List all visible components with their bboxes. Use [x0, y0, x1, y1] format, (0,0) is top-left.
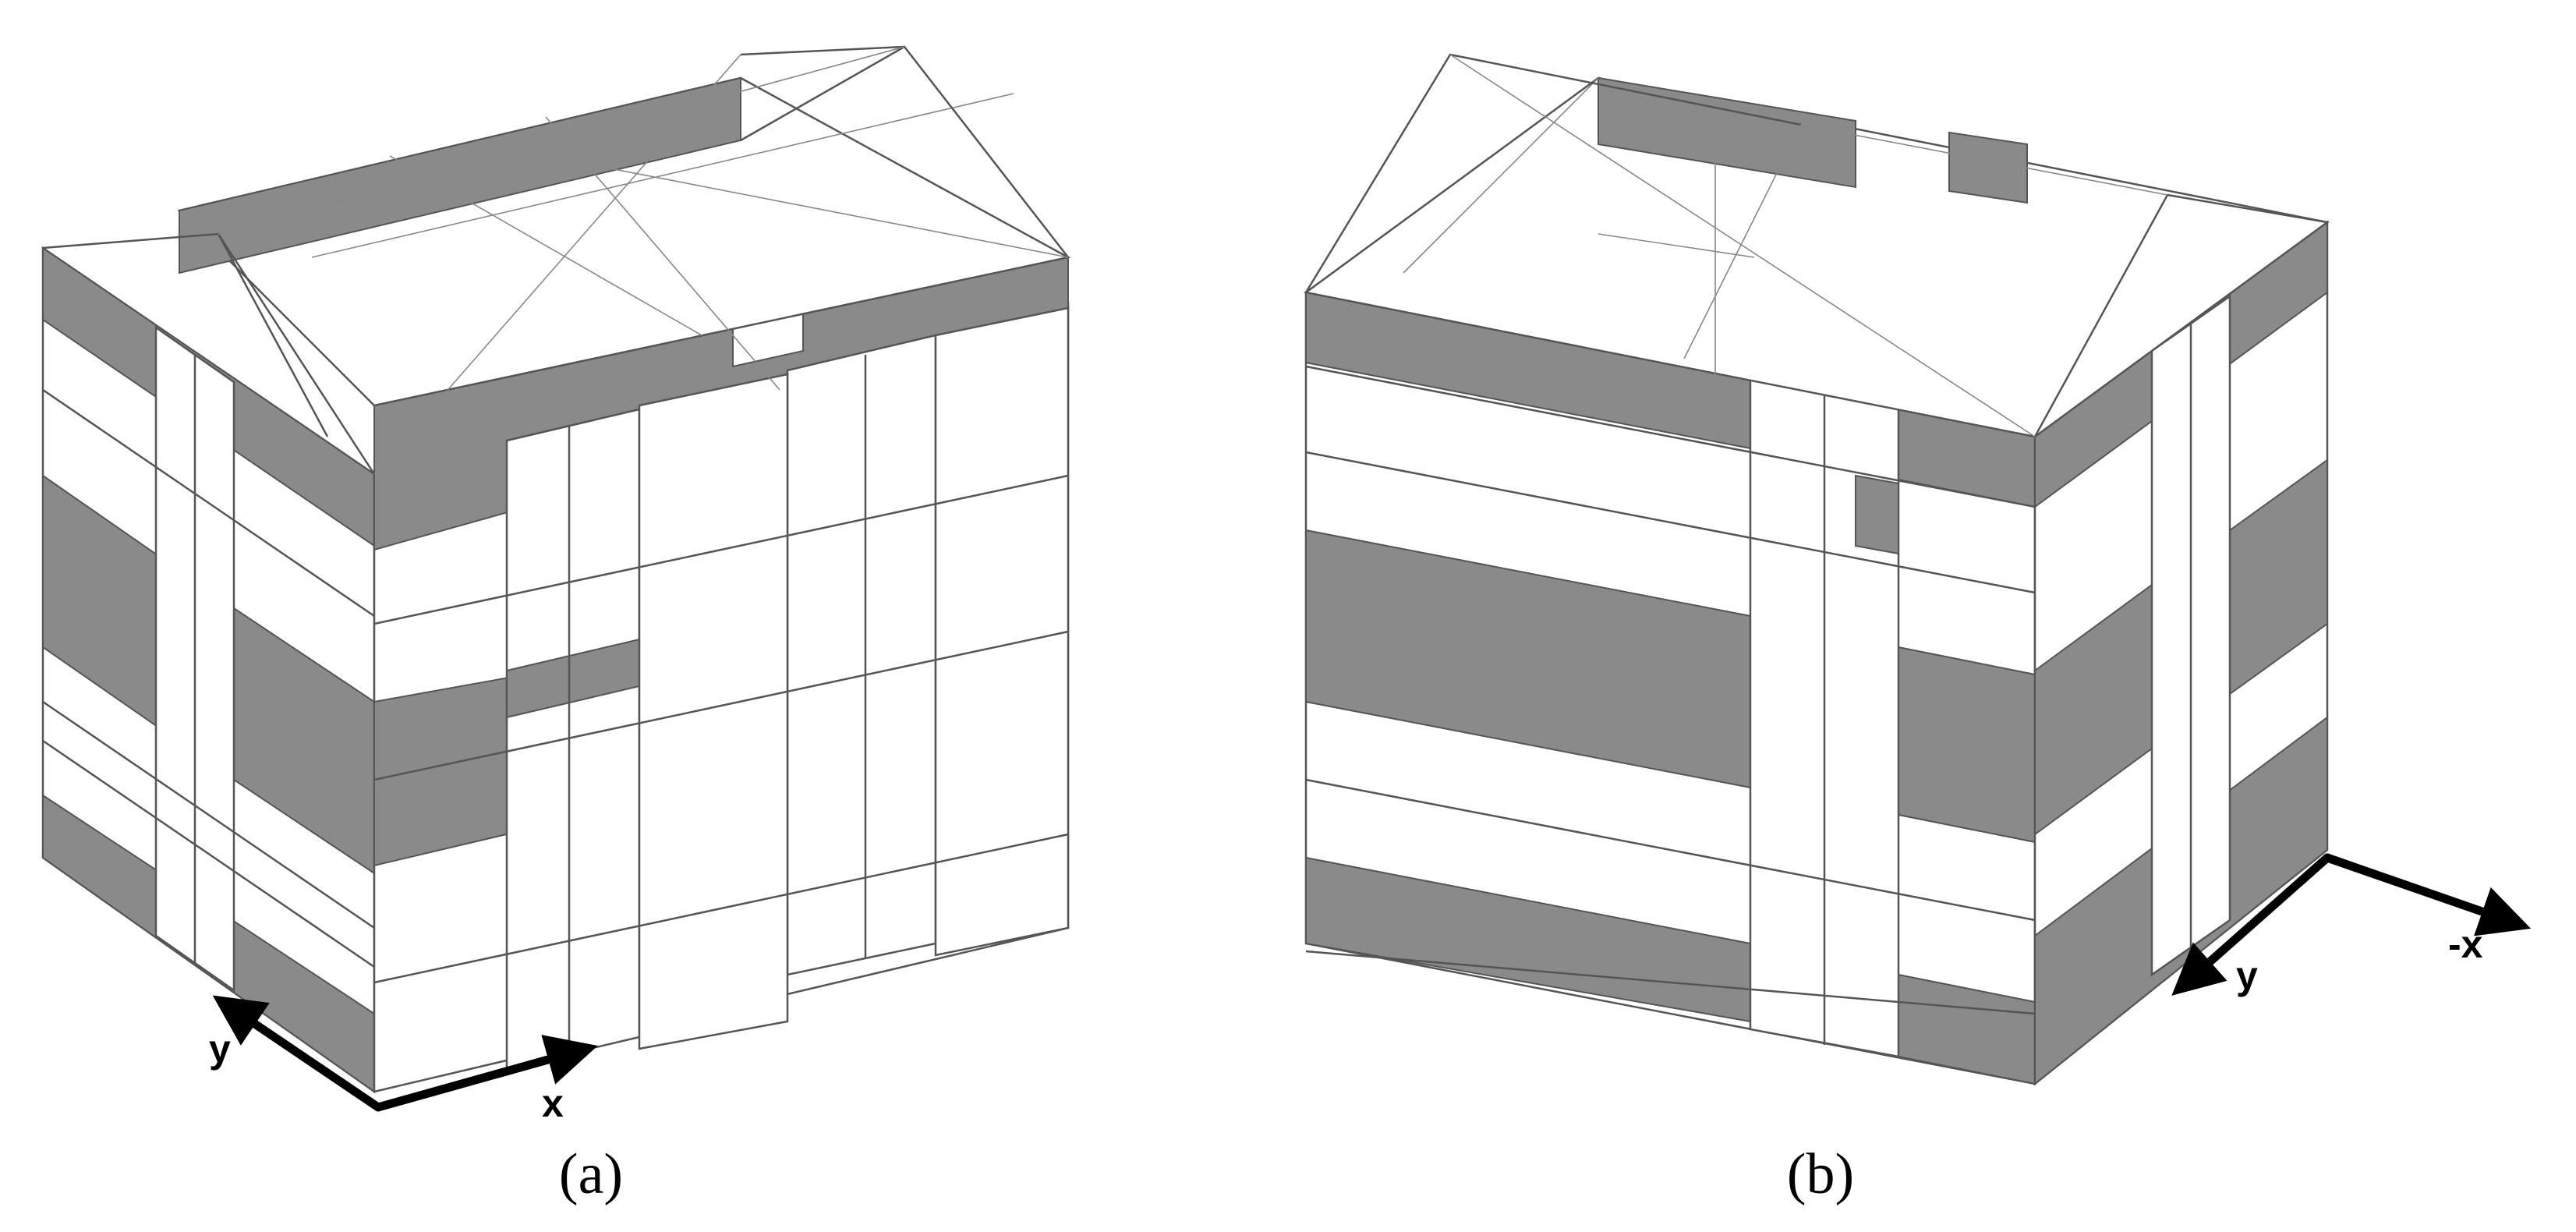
- panel-a-y-axis-arrow: [212, 995, 383, 1112]
- panel-b-y-axis-label: y: [2236, 954, 2258, 997]
- panel-b-axes: y -x: [2171, 853, 2532, 997]
- panel-a: y x (a): [41, 45, 1071, 1206]
- panel-a-axes: y x: [209, 995, 598, 1125]
- panel-a-building-model: [41, 45, 1071, 1094]
- panel-b-x-axis-arrow: [2323, 853, 2532, 936]
- panel-b-building-model: [1303, 53, 2330, 1086]
- panel-a-x-axis-label: x: [542, 1082, 564, 1125]
- panel-b-x-axis-label: -x: [2448, 922, 2483, 966]
- panel-b-caption: (b): [1787, 1142, 1854, 1206]
- panel-a-x-axis-arrow: [373, 1035, 598, 1112]
- panel-a-caption: (a): [559, 1142, 623, 1206]
- panel-b: y -x (b): [1303, 53, 2532, 1206]
- panel-b-y-axis-arrow: [2171, 853, 2332, 996]
- panel-a-y-axis-label: y: [209, 1027, 231, 1071]
